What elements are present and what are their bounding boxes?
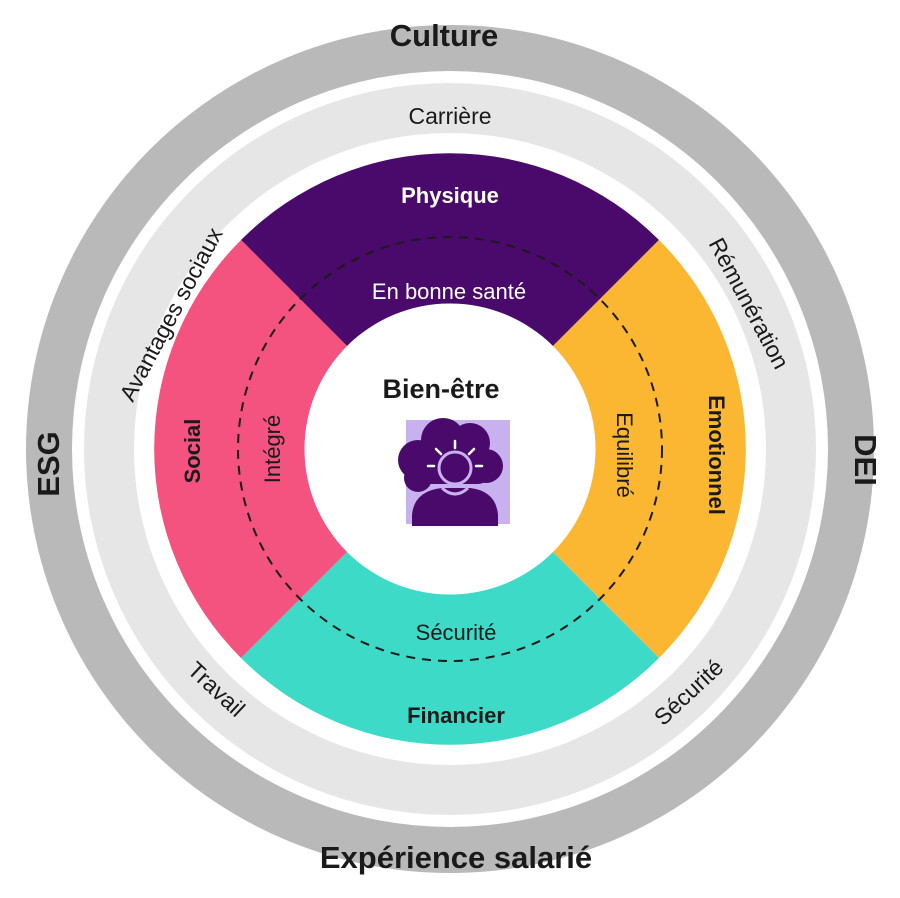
- sector-physique: [241, 153, 659, 346]
- sector-title-emotionnel: Emotionnel: [704, 395, 729, 515]
- sector-title-physique: Physique: [401, 183, 499, 208]
- outer-label-top: Culture: [390, 18, 499, 53]
- center-title: Bien-être: [382, 374, 499, 404]
- sector-state-emotionnel: Equilibré: [612, 412, 637, 498]
- sector-state-social: Intégré: [260, 415, 285, 484]
- dashed-circle: [237, 236, 663, 662]
- sector-social: [154, 240, 347, 658]
- middle-label-top: Carrière: [408, 103, 491, 129]
- sector-state-financier: Sécurité: [416, 620, 497, 645]
- sector-financier: [241, 552, 659, 745]
- person-with-mind-icon: [398, 418, 510, 526]
- sector-state-physique: En bonne santé: [372, 279, 526, 304]
- outer-label-bottom: Expérience salarié: [320, 840, 592, 875]
- sector-emotionnel: [553, 240, 746, 658]
- sector-title-social: Social: [180, 419, 205, 484]
- outer-label-right: DEI: [848, 434, 883, 486]
- sector-title-financier: Financier: [407, 703, 505, 728]
- outer-label-left: ESG: [31, 431, 66, 496]
